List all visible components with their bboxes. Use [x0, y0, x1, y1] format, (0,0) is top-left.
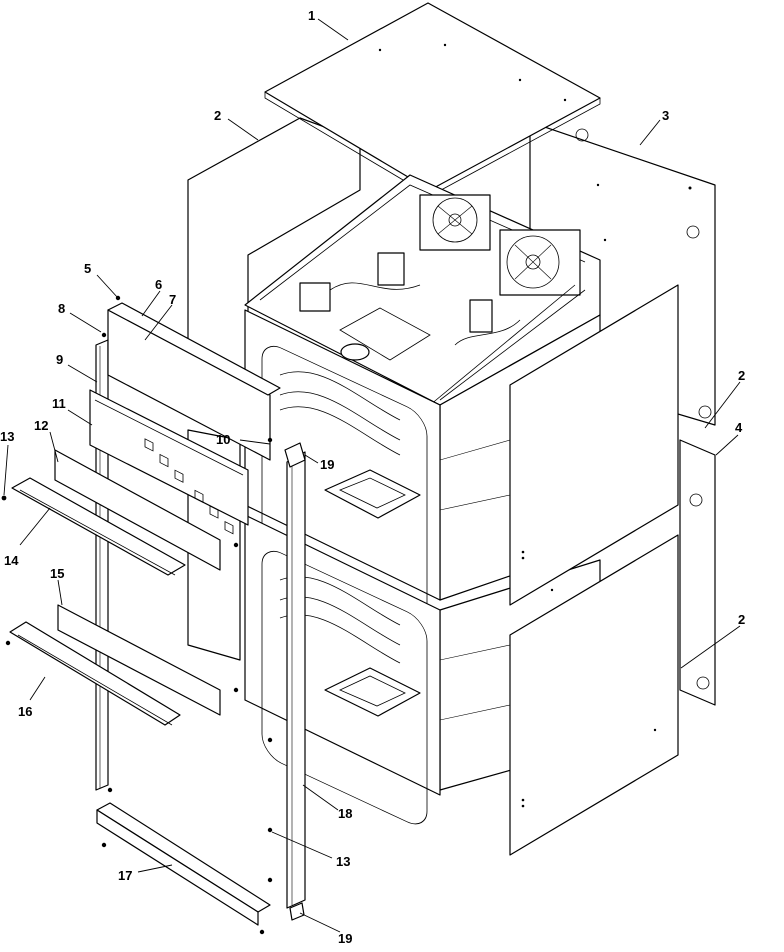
callout-18: 18: [338, 806, 352, 821]
relay-component: [377, 252, 405, 286]
part-6-top-trim: [107, 302, 281, 396]
callout-16: 16: [18, 704, 32, 719]
relay-component: [469, 299, 493, 333]
screw-fasteners: [1, 295, 273, 935]
part-2-right-upper-panel: [509, 284, 679, 606]
cooling-fan-right: [499, 229, 581, 296]
transformer-component: [299, 282, 331, 312]
callout-2: 2: [738, 368, 745, 383]
callout-19: 19: [338, 931, 352, 946]
callout-2: 2: [738, 612, 745, 627]
motor-component: [340, 343, 370, 361]
callout-labels: 1 2 3 2 4 2 5 6 7 8 9 10 11 12 13 19 14 …: [0, 8, 745, 946]
callout-7: 7: [169, 292, 176, 307]
cooling-fan-left: [419, 194, 491, 251]
callout-3: 3: [662, 108, 669, 123]
callout-2: 2: [214, 108, 221, 123]
callout-15: 15: [50, 566, 64, 581]
callout-5: 5: [84, 261, 91, 276]
callout-12: 12: [34, 418, 48, 433]
callout-11: 11: [52, 396, 66, 411]
callout-19: 19: [320, 457, 334, 472]
callout-14: 14: [4, 553, 19, 568]
part-19-bracket: [284, 442, 306, 921]
part-16-lower-vent-trim: [9, 604, 221, 726]
callout-9: 9: [56, 352, 63, 367]
part-4-rear-panel: [679, 439, 716, 706]
callout-6: 6: [155, 277, 162, 292]
callout-4: 4: [735, 420, 743, 435]
callout-13: 13: [336, 854, 350, 869]
part-17-bottom-kick-trim: [96, 802, 271, 926]
callout-13: 13: [0, 429, 14, 444]
callout-17: 17: [118, 868, 132, 883]
callout-8: 8: [58, 301, 65, 316]
part-18-vertical-trim: [286, 451, 306, 909]
callout-leaders: [3, 18, 741, 933]
callout-10: 10: [216, 432, 230, 447]
part-2-right-lower-panel: [509, 534, 679, 856]
callout-1: 1: [308, 8, 315, 23]
part-11-control-panel: [89, 389, 249, 535]
part-14-upper-vent-trim: [11, 449, 221, 576]
